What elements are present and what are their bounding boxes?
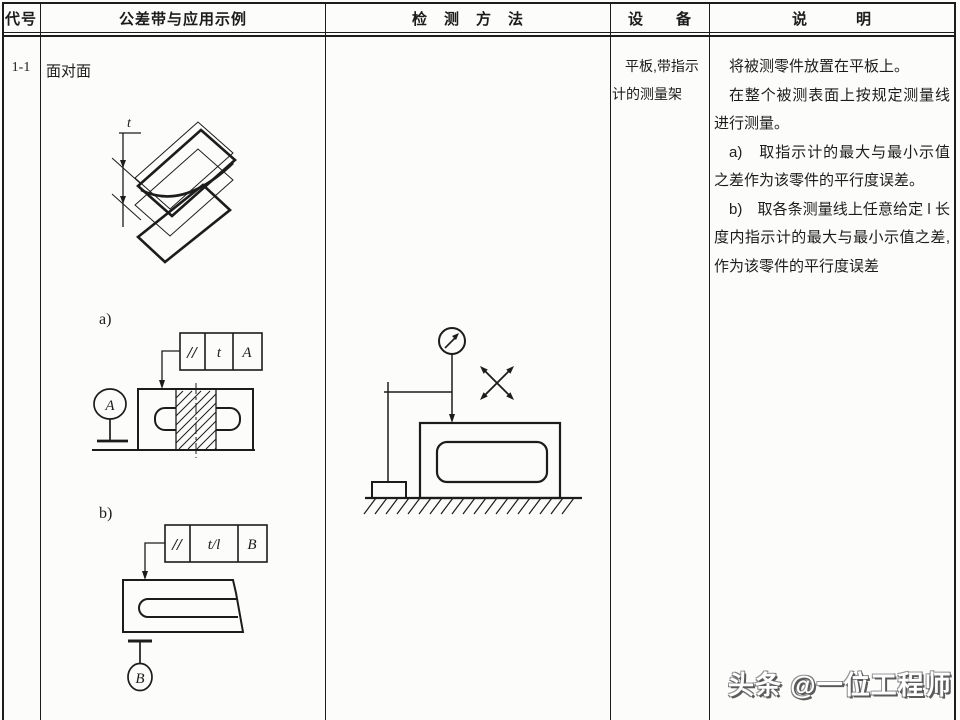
needle-arrowhead xyxy=(452,333,459,340)
fcf-tolerance-value: t xyxy=(217,345,222,361)
part-outline xyxy=(418,421,562,500)
part-slot xyxy=(435,440,549,484)
extension-lines xyxy=(111,157,142,221)
probe-arrowhead xyxy=(449,414,455,423)
fcf-cell-dividers xyxy=(189,525,239,562)
part-outline xyxy=(122,579,245,633)
note-paragraph: 在整个被测表面上按规定测量线进行测量。 xyxy=(714,86,950,133)
feature-control-frame-a: // t A xyxy=(159,332,263,389)
header-underline-thick xyxy=(2,35,956,37)
ground-hatching xyxy=(363,497,575,515)
direction-arrowhead xyxy=(506,366,514,374)
fcf-datum-letter: B xyxy=(247,537,256,553)
direction-arrowhead xyxy=(480,366,488,374)
direction-arrowhead xyxy=(480,392,488,400)
measuring-stand xyxy=(371,382,452,499)
datum-plane xyxy=(136,183,232,264)
table-vertical-line xyxy=(40,2,41,720)
header-tolerance-examples: 公差带与应用示例 xyxy=(118,11,247,28)
example-a-label: a) xyxy=(99,311,111,328)
fcf-parallelism-symbol-icon: // xyxy=(170,535,184,554)
direction-arrowhead xyxy=(506,392,514,400)
header-code: 代号 xyxy=(4,11,37,28)
dial-indicator-icon xyxy=(438,327,466,423)
dimension-label-t: t xyxy=(127,116,132,131)
datum-symbol-b: B xyxy=(127,639,153,692)
equipment-text-line: 平板,带指示 xyxy=(625,58,699,74)
example-b-label: b) xyxy=(99,505,112,522)
table-vertical-line xyxy=(709,2,710,720)
table-vertical-line xyxy=(610,2,611,720)
table-top-border xyxy=(2,2,956,4)
header-inspection-method: 检 测 方 法 xyxy=(411,11,524,28)
tolerance-plane-upper xyxy=(134,121,234,210)
fcf-datum-letter: A xyxy=(241,345,252,361)
dimension-t: t xyxy=(111,116,142,227)
feature-control-frame-b: // t/l B xyxy=(142,524,268,580)
datum-circle-letter: A xyxy=(104,398,115,414)
header-equipment: 设 备 xyxy=(627,11,692,28)
application-example-b-diagram: b) // t/l B B xyxy=(99,505,268,692)
datum-symbol-a: A xyxy=(93,388,128,443)
row-code: 1-1 xyxy=(11,60,31,75)
dimension-arrow xyxy=(120,160,126,168)
dimension-arrow xyxy=(120,196,126,204)
leader-arrowhead xyxy=(142,571,148,580)
fcf-leader-line xyxy=(161,350,180,385)
datum-circle-letter: B xyxy=(135,671,144,687)
measure-directions-icon xyxy=(480,366,514,400)
note-paragraph: b) 取各条测量线上任意给定 l 长度内指示计的最大与最小示值之差,作为该零件的… xyxy=(714,200,950,275)
hatch-band-edges xyxy=(175,389,217,450)
tolerance-zone-diagram: t xyxy=(111,116,237,264)
fcf-parallelism-symbol-icon: // xyxy=(185,343,199,362)
cross-lines xyxy=(483,369,511,397)
actual-surface-curve xyxy=(140,162,234,198)
application-example-a-diagram: a) // t A A xyxy=(92,311,263,458)
leader-arrowhead xyxy=(159,380,165,389)
actual-surface-outline xyxy=(136,128,237,218)
part-slot xyxy=(138,598,238,618)
indicator-needle xyxy=(444,336,457,349)
fcf-cell-dividers xyxy=(204,333,234,370)
table-left-border xyxy=(2,2,4,720)
case-title: 面对面 xyxy=(46,63,92,80)
datum-circle xyxy=(127,662,153,692)
table-right-border xyxy=(954,2,956,720)
dimension-line xyxy=(119,132,141,227)
tolerance-plane-lower xyxy=(134,148,234,237)
fcf-tolerance-value: t/l xyxy=(208,537,221,553)
stand-base xyxy=(371,481,407,499)
inspection-method-diagram xyxy=(363,327,582,515)
watermark-text: 头条 @一位工程师 xyxy=(728,670,952,700)
fcf-leader-line xyxy=(144,542,165,576)
header-notes: 说 明 xyxy=(791,11,872,28)
notes-text: 将被测零件放置在平板上。 在整个被测表面上按规定测量线进行测量。 a) 取指示计… xyxy=(714,53,950,281)
note-paragraph: 将被测零件放置在平板上。 xyxy=(729,58,910,75)
equipment-text: 平板,带指示 计的测量架 xyxy=(612,52,707,108)
table-vertical-line xyxy=(325,2,326,720)
note-paragraph: a) 取指示计的最大与最小示值之差作为该零件的平行度误差。 xyxy=(714,143,950,190)
header-underline-thin xyxy=(2,32,956,33)
equipment-text-line: 计的测量架 xyxy=(612,86,682,102)
